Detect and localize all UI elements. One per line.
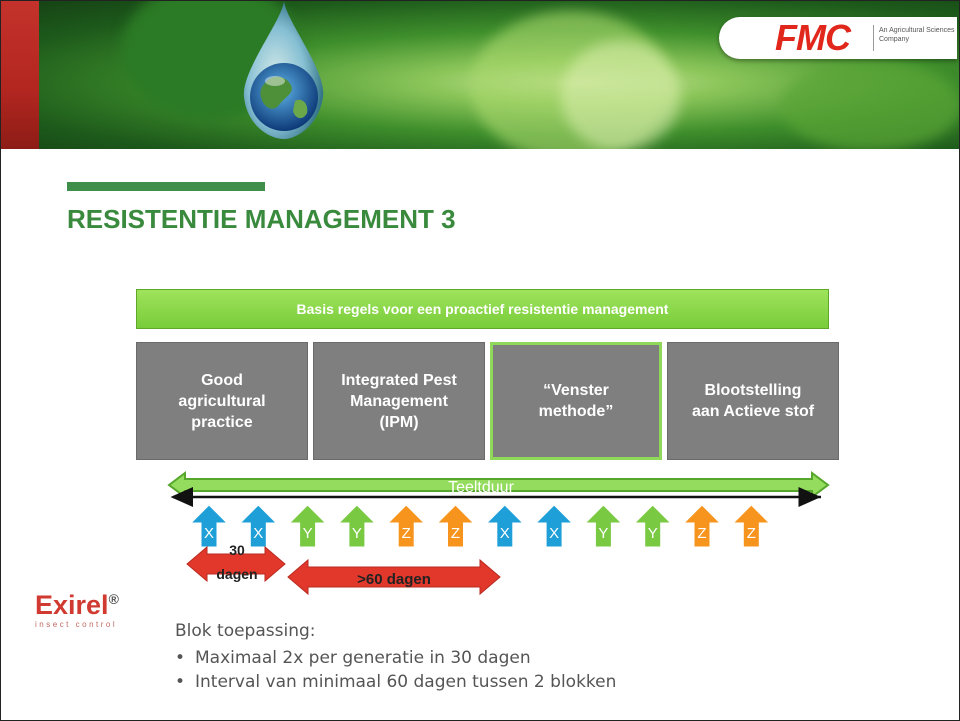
application-letter: Z [747, 525, 756, 542]
application-letter: Y [352, 525, 362, 542]
application-arrow: Z [386, 504, 426, 548]
teeltduur-label: Teeltduur [448, 479, 514, 496]
application-arrow-shape [288, 504, 327, 548]
logo-divider [873, 25, 874, 51]
red-accent-bar [1, 1, 39, 149]
list-item: Interval van minimaal 60 dagen tussen 2 … [175, 670, 616, 694]
application-arrow: X [534, 504, 574, 548]
application-letter: X [500, 525, 510, 542]
interval-30-arrow [186, 545, 286, 583]
application-letter: Z [697, 525, 706, 542]
exirel-subtitle: insect control [35, 620, 118, 629]
application-arrow: X [485, 504, 525, 548]
application-arrow-shape [239, 504, 278, 548]
basis-banner: Basis regels voor een proactief resisten… [136, 289, 829, 329]
application-arrow: X [239, 504, 278, 548]
application-arrow: Y [288, 504, 327, 548]
application-arrow-shape [189, 504, 229, 548]
notes-list: Maximaal 2x per generatie in 30 dagen In… [175, 646, 616, 694]
page-title: RESISTENTIE MANAGEMENT 3 [67, 204, 456, 234]
interval-60-label: >60 dagen [357, 571, 431, 588]
basis-text: Basis regels voor een proactief resisten… [296, 301, 669, 317]
application-arrow-shape [584, 504, 623, 548]
application-arrow-shape [534, 504, 574, 548]
application-arrow: Y [337, 504, 377, 548]
application-letter: Z [451, 525, 460, 542]
application-arrow: Z [682, 504, 722, 548]
application-letter: X [204, 525, 214, 542]
notes-heading: Blok toepassing: [175, 621, 316, 641]
application-arrow: Z [732, 504, 771, 548]
application-arrow-shape [337, 504, 377, 548]
exirel-logo: Exirel® insect control [35, 584, 119, 629]
notes-block: Blok toepassing: Maximaal 2x per generat… [175, 621, 616, 694]
application-arrow: Y [633, 504, 672, 548]
interval-30-line1: 30 [229, 542, 245, 558]
interval-30-line2: dagen [216, 566, 257, 582]
application-letter: Z [402, 525, 411, 542]
application-arrow-shape [633, 504, 672, 548]
application-arrow: Y [584, 504, 623, 548]
list-item: Maximaal 2x per generatie in 30 dagen [175, 646, 616, 670]
application-arrow-shape [386, 504, 426, 548]
application-arrow-shape [682, 504, 722, 548]
fmc-logo: FMC An Agricultural Sciences Company [719, 17, 957, 59]
timeline-diagram: Teeltduur X X Y Y Z Z X X Y Y Z Z 30 dagen >60 dage… [167, 471, 830, 596]
application-arrow-shape [732, 504, 771, 548]
fmc-logo-text: FMC [775, 17, 851, 58]
application-letter: Y [598, 525, 608, 542]
water-drop-earth-icon [243, 1, 324, 139]
application-letter: X [253, 525, 263, 542]
application-letter: X [549, 525, 559, 542]
exirel-registered-mark: ® [108, 591, 119, 607]
exirel-name: Exirel [35, 590, 109, 620]
application-arrow: Z [436, 504, 475, 548]
title-rule [67, 182, 265, 191]
application-arrow: X [189, 504, 229, 548]
interval-60-arrow [287, 558, 501, 596]
application-letter: Y [303, 525, 313, 542]
fmc-tagline: An Agricultural Sciences Company [879, 27, 955, 43]
application-letter: Y [648, 525, 658, 542]
application-arrow-shape [485, 504, 525, 548]
application-arrow-shape [436, 504, 475, 548]
